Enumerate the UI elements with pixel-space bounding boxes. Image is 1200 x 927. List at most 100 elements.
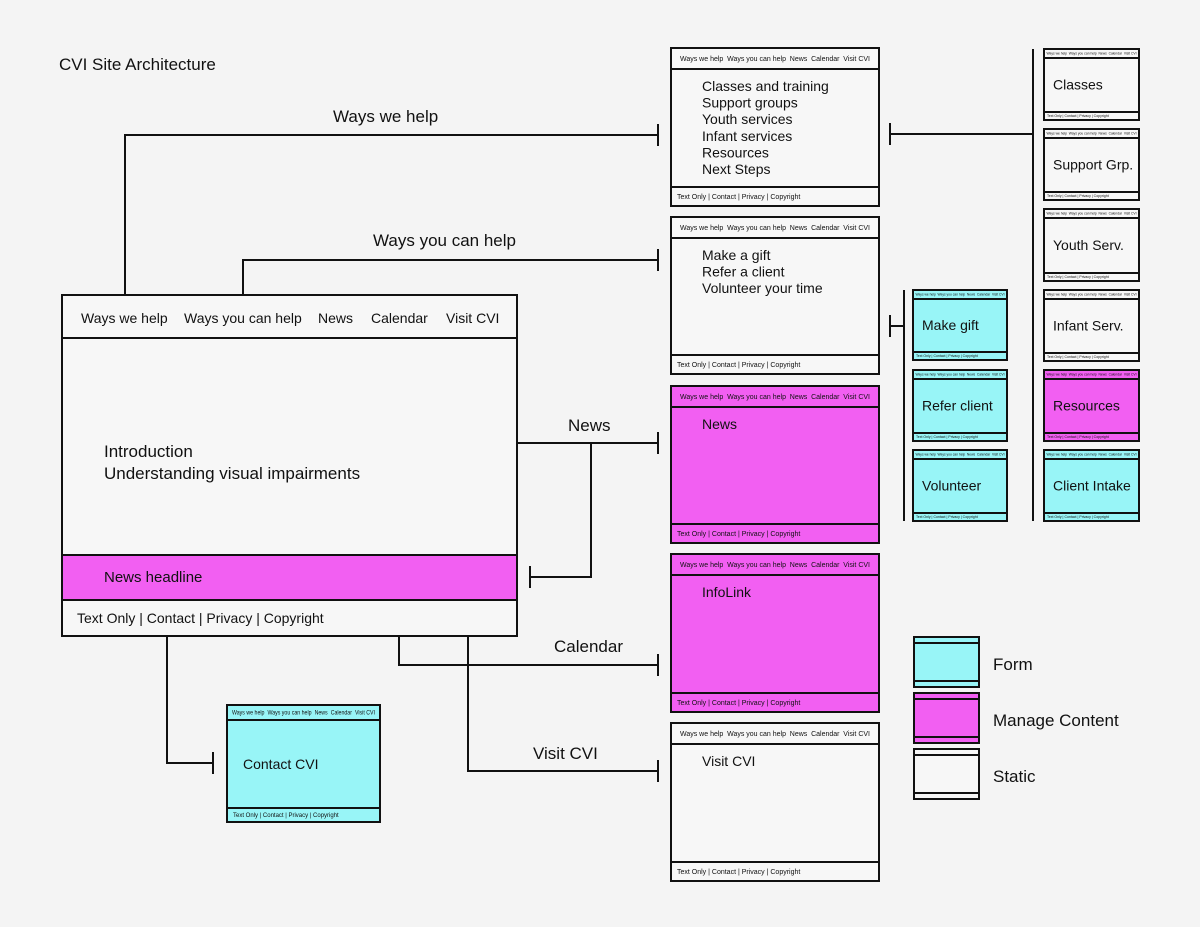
mini-nav-item: News: [967, 373, 975, 377]
news-headline[interactable]: News headline: [104, 569, 202, 586]
page-content-line: Make a gift: [702, 247, 771, 263]
mini-nav-item: News: [1099, 212, 1108, 216]
home-nav-news[interactable]: News: [318, 310, 353, 326]
home-page: Ways we help Ways you can help News Cale…: [61, 294, 518, 637]
page-content-line: Next Steps: [702, 161, 770, 177]
mini-nav-item: Ways you can help: [727, 731, 786, 738]
page-frame: [670, 553, 880, 713]
page-frame: [670, 722, 880, 882]
home-intro-line: Understanding visual impairments: [104, 464, 360, 483]
mini-nav-item: Ways you can help: [727, 394, 786, 401]
page-frame: [912, 449, 1008, 522]
mini-nav-item: Ways we help: [1047, 52, 1068, 56]
mini-nav-item: News: [790, 225, 808, 232]
page-frame: [670, 216, 880, 375]
connector-label-ways-we-help: Ways we help: [333, 107, 438, 126]
mini-footer: Text Only | Contact | Privacy | Copyrigh…: [233, 813, 339, 819]
home-nav-ways-you-can-help[interactable]: Ways you can help: [184, 310, 302, 326]
mini-nav-item: News: [1099, 453, 1108, 457]
mini-nav-item: Ways you can help: [938, 453, 966, 457]
mini-nav-item: Visit CVI: [1124, 453, 1137, 457]
page-title: Classes: [1053, 77, 1103, 93]
page-title: Client Intake: [1053, 478, 1131, 494]
mini-nav-item: Ways you can help: [1069, 212, 1097, 216]
mini-nav-item: Calendar: [811, 562, 840, 569]
mini-footer: Text Only | Contact | Privacy | Copyrigh…: [677, 531, 800, 538]
mini-nav-item: Calendar: [977, 453, 991, 457]
mini-footer: Text Only | Contact | Privacy | Copyrigh…: [677, 362, 800, 369]
mini-footer: Text Only | Contact | Privacy | Copyrigh…: [1047, 114, 1109, 118]
mini-nav-item: Ways we help: [916, 453, 936, 457]
home-nav-calendar[interactable]: Calendar: [371, 310, 428, 326]
home-nav-visit-cvi[interactable]: Visit CVI: [446, 310, 499, 326]
page-frame: [670, 385, 880, 544]
mini-nav-item: Ways you can help: [1069, 453, 1097, 457]
mini-nav-item: Visit CVI: [843, 394, 870, 401]
mini-nav-item: Calendar: [1109, 132, 1123, 136]
mini-nav-item: Visit CVI: [1124, 132, 1137, 136]
page-title: Refer client: [922, 398, 993, 414]
connectors: Ways we help Ways you can help News Cale…: [113, 49, 1034, 782]
page-frame: [1043, 289, 1140, 362]
connector-news-headline: [530, 443, 592, 578]
home-nav-ways-we-help[interactable]: Ways we help: [81, 310, 168, 326]
page-content-line: Infant services: [702, 128, 792, 144]
mini-nav-item: Calendar: [977, 293, 991, 297]
connector-contact: [166, 630, 213, 764]
page-frame: [226, 704, 381, 823]
mini-nav-item: Visit CVI: [992, 373, 1005, 377]
mini-nav-item: Calendar: [811, 56, 840, 63]
mini-footer: Text Only | Contact | Privacy | Copyrigh…: [916, 354, 978, 358]
page-content-line: Classes and training: [702, 78, 829, 94]
mini-nav-item: Visit CVI: [992, 293, 1005, 297]
mini-nav-item: Visit CVI: [1124, 212, 1137, 216]
page-frame: [1043, 48, 1140, 121]
page-title: Make gift: [922, 317, 979, 333]
mini-footer: Text Only | Contact | Privacy | Copyrigh…: [1047, 435, 1109, 439]
page-content-line: Youth services: [702, 111, 793, 127]
page-content-line: Volunteer your time: [702, 280, 823, 296]
mini-nav-item: Ways you can help: [727, 56, 786, 63]
mini-footer: Text Only | Contact | Privacy | Copyrigh…: [677, 869, 800, 876]
legend-item-form: Form: [913, 636, 1033, 688]
legend-swatch: [913, 692, 980, 744]
mini-nav-item: Visit CVI: [355, 711, 375, 717]
mini-nav-item: Calendar: [811, 394, 840, 401]
page-content-line: Visit CVI: [702, 753, 755, 769]
mini-nav-item: Ways we help: [916, 373, 936, 377]
mini-nav-item: Ways we help: [680, 56, 723, 63]
mini-nav-item: Ways you can help: [1069, 52, 1097, 56]
mini-nav-item: Visit CVI: [843, 56, 870, 63]
page-content-line: Refer a client: [702, 264, 785, 280]
mini-nav-item: Ways we help: [680, 394, 723, 401]
connector-label-news: News: [568, 416, 611, 435]
page-content-line: Support groups: [702, 95, 798, 111]
mini-nav-item: Calendar: [977, 373, 991, 377]
mini-nav-item: News: [790, 731, 808, 738]
mini-footer: Text Only | Contact | Privacy | Copyrigh…: [1047, 355, 1109, 359]
mini-footer: Text Only | Contact | Privacy | Copyrigh…: [1047, 275, 1109, 279]
page-content-line: InfoLink: [702, 584, 752, 600]
page-frame: [912, 369, 1008, 442]
legend-swatch: [913, 636, 980, 688]
home-footer: Text Only | Contact | Privacy | Copyrigh…: [77, 610, 324, 626]
mini-nav-item: News: [1099, 293, 1108, 297]
mini-nav-item: Ways we help: [1047, 293, 1068, 297]
